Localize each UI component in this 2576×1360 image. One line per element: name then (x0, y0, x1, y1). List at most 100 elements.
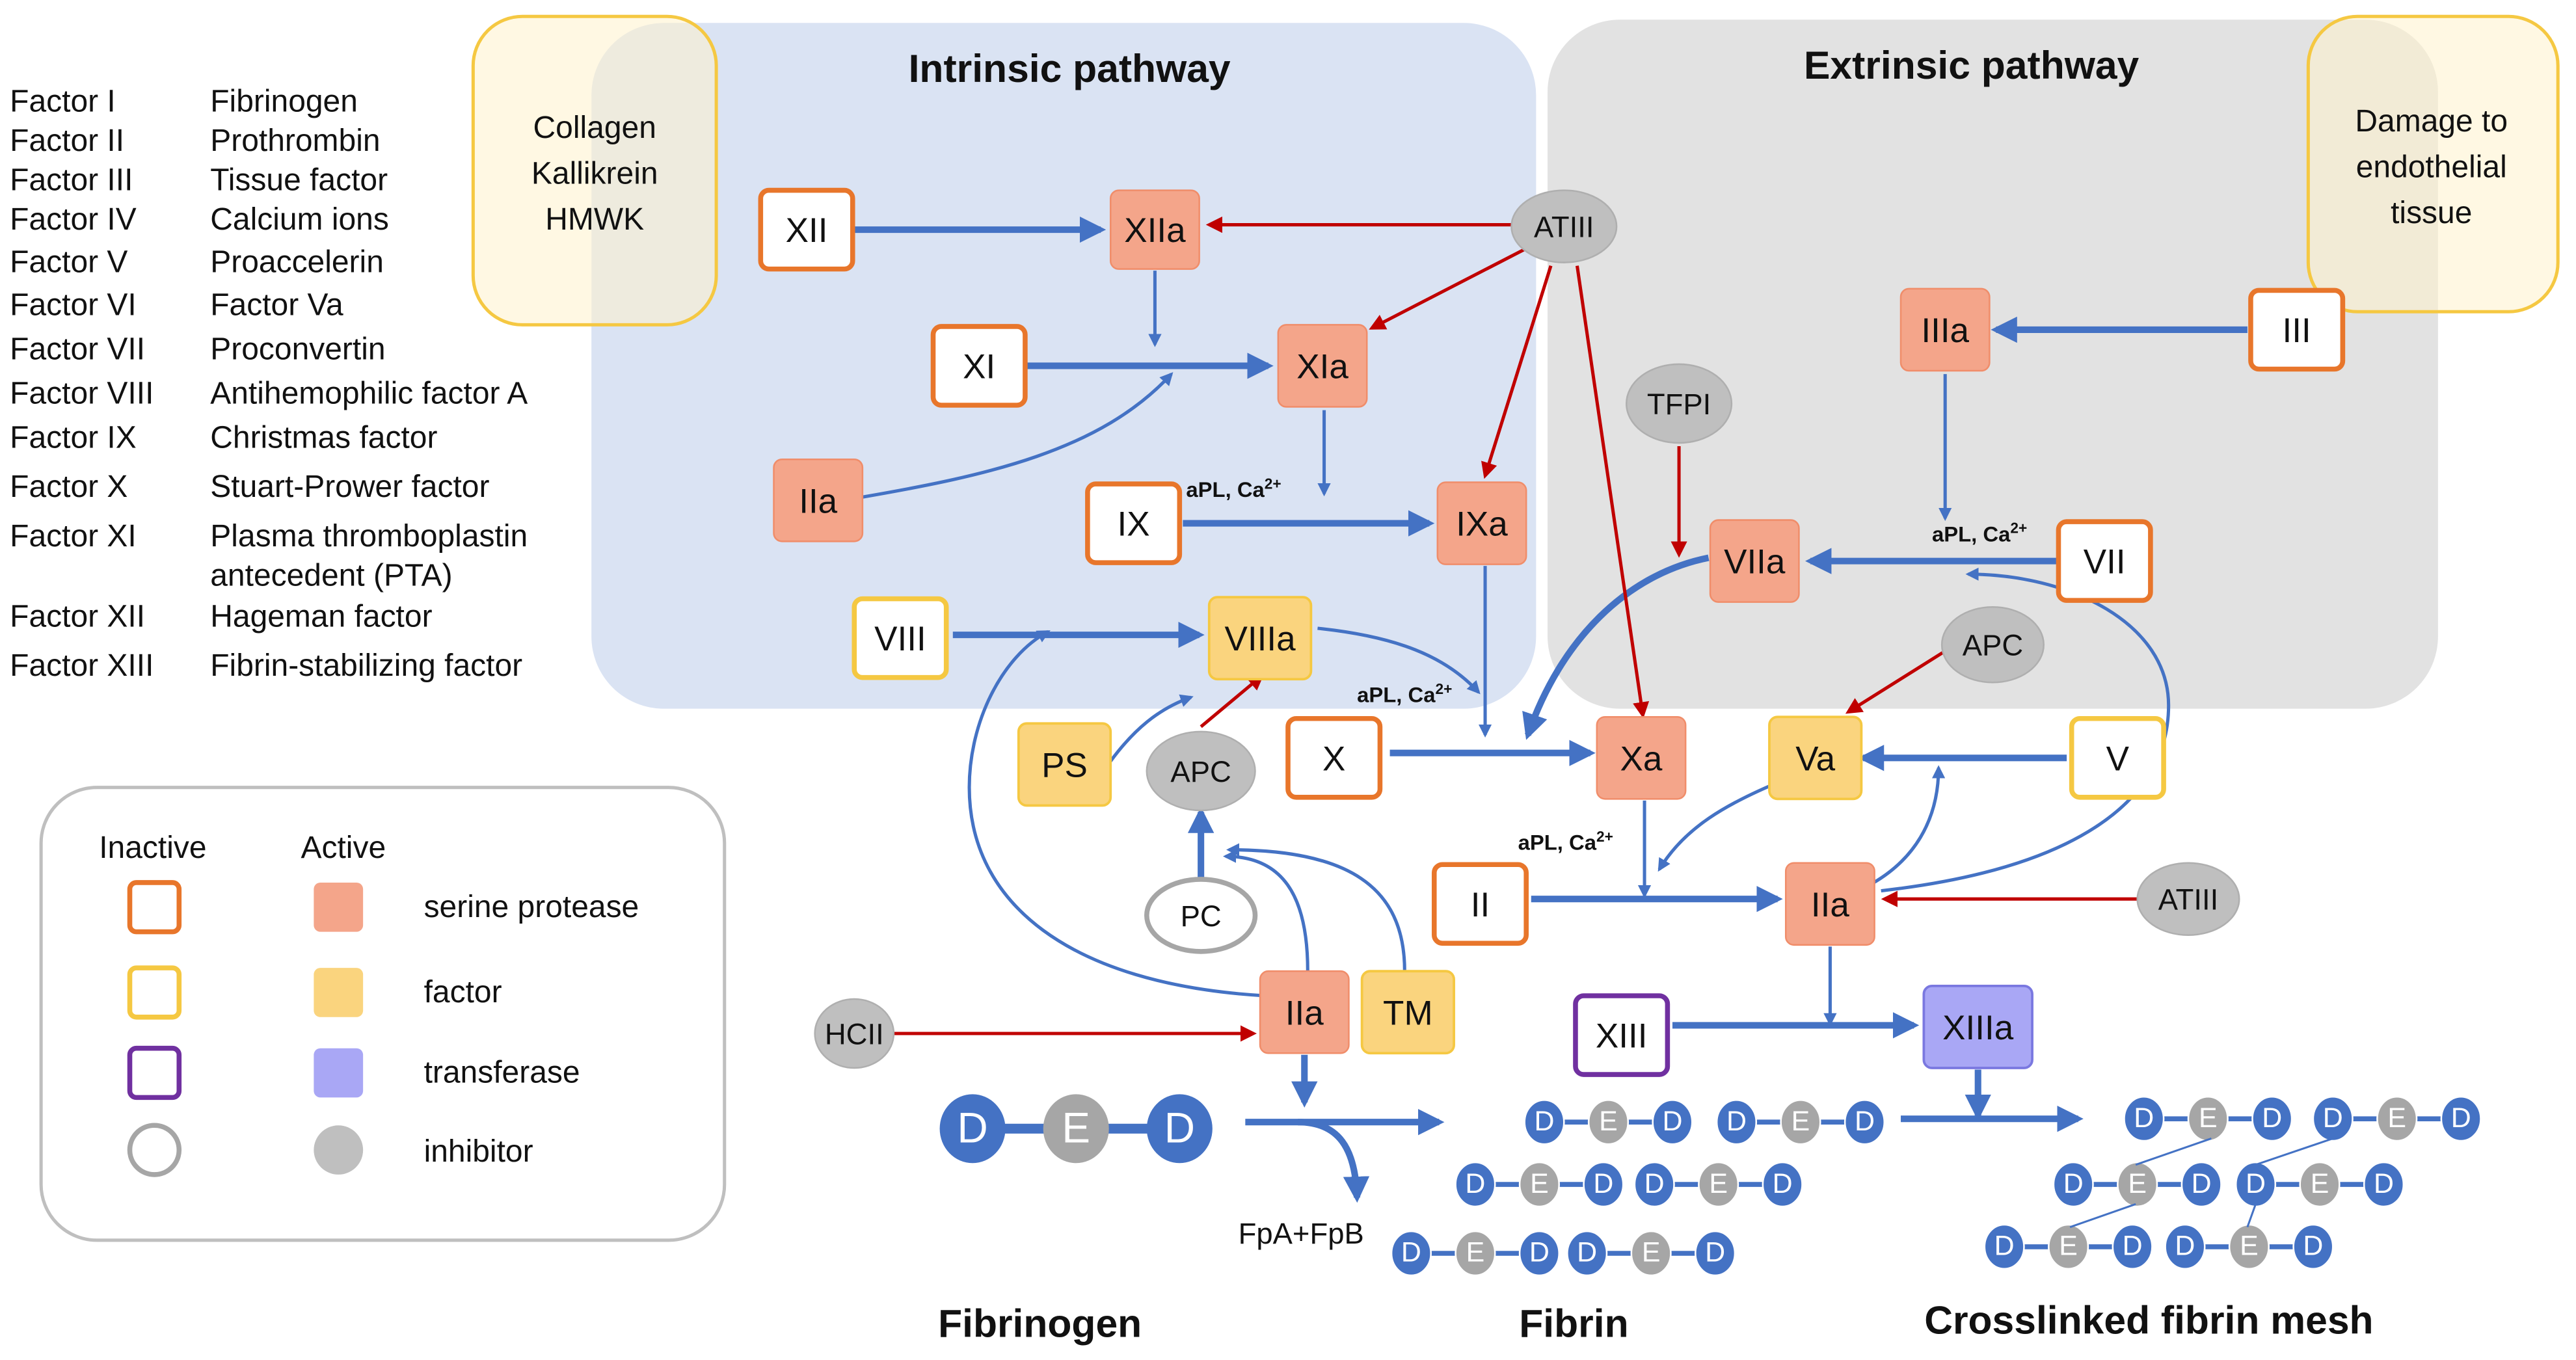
fibrin-letter: E (1791, 1106, 1810, 1137)
stage-label-mesh: Crosslinked fibrin mesh (1924, 1298, 2373, 1342)
node-label: II (1471, 886, 1490, 924)
fibrin-domain-e (2117, 1161, 2158, 1208)
legend-factor-label: factor (424, 975, 502, 1009)
legend-serine-inactive (127, 880, 182, 935)
node-vii: VII (2056, 519, 2153, 603)
node-label: APC (1963, 629, 2023, 662)
node-label: XIa (1296, 348, 1348, 386)
fibrin-domain-d (1762, 1161, 1803, 1208)
cofactor-labels: aPL, Ca2+ aPL, Ca2+ aPL, Ca2+ aPL, Ca2+ (1186, 475, 2027, 855)
node-xia: XIa (1277, 324, 1368, 408)
node-shape (1285, 715, 1383, 800)
fibrin-letter: E (1599, 1106, 1618, 1137)
node-shape (1596, 715, 1687, 800)
factor-name: Antihemophilic factor A (210, 377, 528, 411)
node-label: VIII (874, 620, 926, 658)
node-label: IX (1118, 505, 1150, 544)
fibrin-letter: D (1164, 1104, 1195, 1152)
factor-name: Proaccelerin (210, 245, 384, 280)
factor-code: Factor XI (10, 519, 137, 553)
arrow-iia-xi-link (862, 372, 1174, 499)
arrow-iia-apc-curve (1222, 849, 1309, 972)
node-label: III (2283, 312, 2311, 350)
fibrin-letter: E (2199, 1102, 2218, 1134)
factor-code: Factor XIII (10, 648, 154, 683)
byproduct-label: FpA+FpB (1239, 1217, 1364, 1250)
node-x: X (1285, 715, 1383, 800)
factor-name: Plasma thromboplastin (210, 519, 528, 553)
node-shape (1768, 715, 1863, 801)
fibrin-letter: D (2134, 1102, 2154, 1134)
legend-factor-active (314, 968, 364, 1017)
node-shape (1085, 481, 1183, 565)
fibrin-domain-d (1652, 1099, 1693, 1145)
fibrin-domain-e (2187, 1096, 2229, 1142)
fibrin-domain-d (1583, 1161, 1624, 1208)
intrinsic-trigger-text: Collagen Kallikrein HMWK (531, 111, 658, 237)
fibrin-domain-d (2440, 1096, 2482, 1142)
fibrin-letter: E (2387, 1102, 2406, 1134)
cofactor-ii: aPL, Ca2+ (1518, 828, 1613, 855)
fibrin-letter: D (1994, 1231, 2015, 1262)
fibrin-domain-d (1695, 1230, 1736, 1277)
fibrin-letter: D (1662, 1106, 1682, 1137)
legend-inhibitor-inactive (127, 1123, 182, 1177)
fibrin-letter: E (2240, 1231, 2259, 1262)
fibrin-domain-d (2123, 1096, 2165, 1142)
node-label: HCII (825, 1017, 884, 1050)
node-shape (2136, 862, 2240, 936)
node-apc-right: APC (1940, 606, 2045, 684)
factor-name: Christmas factor (210, 421, 437, 455)
fibrin-domain-d (2052, 1161, 2094, 1208)
node-shape (1109, 189, 1200, 270)
extrinsic-trigger-box (2306, 14, 2560, 313)
node-ixa: IXa (1436, 481, 1527, 565)
node-shape (1017, 722, 1112, 807)
node-xa: Xa (1596, 715, 1687, 800)
node-shape (2248, 287, 2346, 372)
factor-code: Factor IV (10, 202, 137, 237)
fibrin-domain-d (2251, 1096, 2293, 1142)
node-label: VIIIa (1225, 620, 1296, 658)
node-viia: VIIa (1709, 519, 1800, 603)
fibrin-letter: E (1530, 1168, 1549, 1199)
fibrin-domain-e (1780, 1099, 1821, 1145)
legend-inactive-header: Inactive (99, 831, 206, 865)
fibrin-domain-d (2292, 1223, 2334, 1270)
fibrin-letter: D (2246, 1168, 2266, 1199)
factor-name: Fibrinogen (210, 85, 358, 119)
fibrin-domain-d (1633, 1161, 1675, 1208)
node-shape (1573, 993, 1670, 1077)
node-shape (1922, 984, 2033, 1069)
node-label: VIIa (1724, 543, 1786, 581)
node-label: ATIII (2158, 883, 2219, 916)
factor-name: Factor Va (210, 287, 343, 322)
fibrin-domain-d (1523, 1099, 1565, 1145)
node-atiii-top: ATIII (1510, 189, 1618, 263)
fibrin-domain-d (1983, 1223, 2025, 1270)
legend-serine-active (314, 882, 364, 932)
node-atiii-right: ATIII (2136, 862, 2240, 936)
intrinsic-pathway-title: Intrinsic pathway (909, 46, 1231, 90)
factor-name: Proconvertin (210, 332, 385, 366)
stage-label-fibrinogen: Fibrinogen (938, 1301, 1142, 1346)
node-iia-bottom: IIa (1259, 970, 1350, 1054)
fibrin-domain-e (1698, 1161, 1739, 1208)
node-shape (1259, 970, 1350, 1054)
node-shape (1207, 596, 1313, 681)
fibrin-domain-d (1844, 1099, 1886, 1145)
fibrin-letter: D (1465, 1168, 1485, 1199)
fibrin-letter: E (1466, 1237, 1485, 1268)
node-shape (930, 324, 1028, 408)
fibrin-domain-d (2363, 1161, 2405, 1208)
fibrin-letter: D (2123, 1231, 2143, 1262)
